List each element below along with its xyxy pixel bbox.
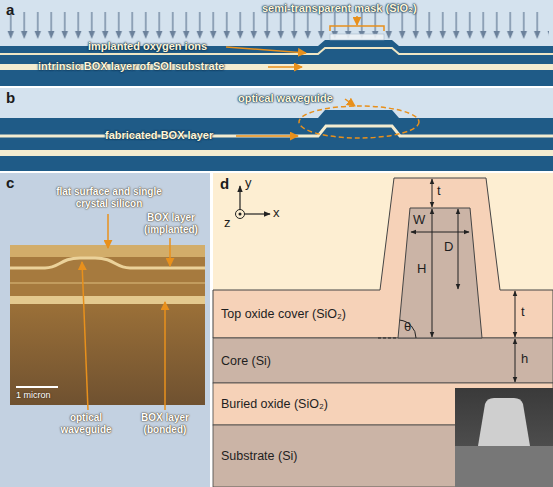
axis-label: x	[273, 206, 280, 221]
implanted-box-layer	[10, 258, 205, 268]
dimension-arrow	[432, 179, 433, 207]
oxide-mask	[330, 34, 384, 40]
dimension-arrow	[432, 209, 433, 337]
dimension-label: t	[437, 184, 441, 199]
dimension-arrow	[515, 291, 516, 337]
silicon-layer	[0, 110, 553, 171]
silicon-ridge	[398, 208, 482, 338]
silicon-core	[213, 338, 553, 383]
dimension-arrow	[515, 339, 516, 382]
callout-label: BOX layer (bonded)	[128, 412, 202, 435]
sem-ridge	[478, 398, 530, 446]
fabricated-box-layer	[0, 126, 553, 136]
callout-label: BOX layer (implanted)	[138, 212, 204, 235]
sem-layer	[455, 446, 553, 487]
oxide-band: Buried oxide (SiO₂)	[213, 383, 553, 425]
layer-name: Top oxide cover (SiO₂)	[221, 307, 346, 321]
leader-arrow	[356, 16, 358, 25]
leader-arrow	[169, 238, 171, 266]
scale-bar	[16, 386, 58, 388]
callout-label: intrinsic BOX layer of SOI substrate	[38, 60, 224, 73]
leader-arrow	[236, 135, 298, 137]
dimension-label: H	[417, 262, 426, 277]
layer-name: Buried oxide (SiO₂)	[221, 397, 328, 411]
silicon-interface	[10, 282, 205, 284]
axis-out-of-page	[236, 210, 245, 219]
callout-label: fabricated BOX layer	[105, 129, 213, 142]
panel-letter: b	[6, 89, 15, 106]
callout-label: optical waveguide	[48, 412, 124, 435]
panel-letter: a	[6, 1, 14, 18]
dimension-label: D	[444, 240, 453, 255]
dimension-label: h	[521, 352, 528, 367]
leader-arrow	[268, 66, 302, 68]
waveguide-outline	[299, 106, 419, 138]
panel-background	[0, 0, 553, 86]
substrate-band: Substrate (Si)	[213, 425, 553, 487]
micrograph	[10, 245, 205, 405]
leader-arrow	[107, 214, 109, 248]
intrinsic-box-layer	[0, 150, 553, 156]
implanted-oxygen-layer	[0, 48, 553, 54]
dimension-label: W	[413, 213, 425, 228]
leader-arrow	[82, 262, 88, 410]
silicon-layer	[0, 40, 553, 86]
callout-label: implanted oxygen ions	[88, 40, 207, 53]
oxide-band: Top oxide cover (SiO₂)	[213, 290, 553, 338]
panel-background	[0, 88, 553, 171]
axis-label: y	[245, 176, 252, 191]
dimension-arrow	[411, 232, 469, 233]
substrate-region	[10, 304, 205, 405]
top-oxide-cover	[213, 178, 553, 338]
leader-arrow	[345, 99, 355, 106]
callout-label: optical waveguide	[238, 92, 333, 105]
mask-bracket	[330, 26, 384, 31]
panel-letter: c	[6, 174, 14, 191]
panel-d: dTop oxide cover (SiO₂) Core (Si) Buried o…	[213, 173, 553, 487]
dimension-arrow	[458, 209, 459, 289]
dimension-label: t	[521, 305, 525, 320]
angle-reference	[378, 338, 398, 339]
scale-label: 1 micron	[16, 390, 51, 400]
leader-arrow	[226, 47, 306, 53]
cladding-region	[213, 173, 553, 487]
angle-label: θ	[404, 320, 411, 335]
axis-label: z	[224, 216, 231, 231]
leader-arrow	[164, 302, 166, 410]
layer-name: Substrate (Si)	[221, 449, 297, 463]
callout-label: semi-transparent mask (SiO₂)	[262, 2, 417, 15]
angle-arc	[400, 320, 416, 338]
sem-inset	[455, 388, 553, 487]
panel-letter: d	[220, 175, 229, 192]
callout-label: flat surface and single crystal silicon	[53, 186, 165, 209]
axis-dot	[239, 213, 242, 216]
panel-background	[0, 173, 210, 487]
oxygen-ion-arrows	[4, 12, 549, 40]
core-band: Core (Si)	[213, 338, 553, 383]
bonded-box-layer	[10, 296, 205, 304]
layer-name: Core (Si)	[221, 354, 271, 368]
